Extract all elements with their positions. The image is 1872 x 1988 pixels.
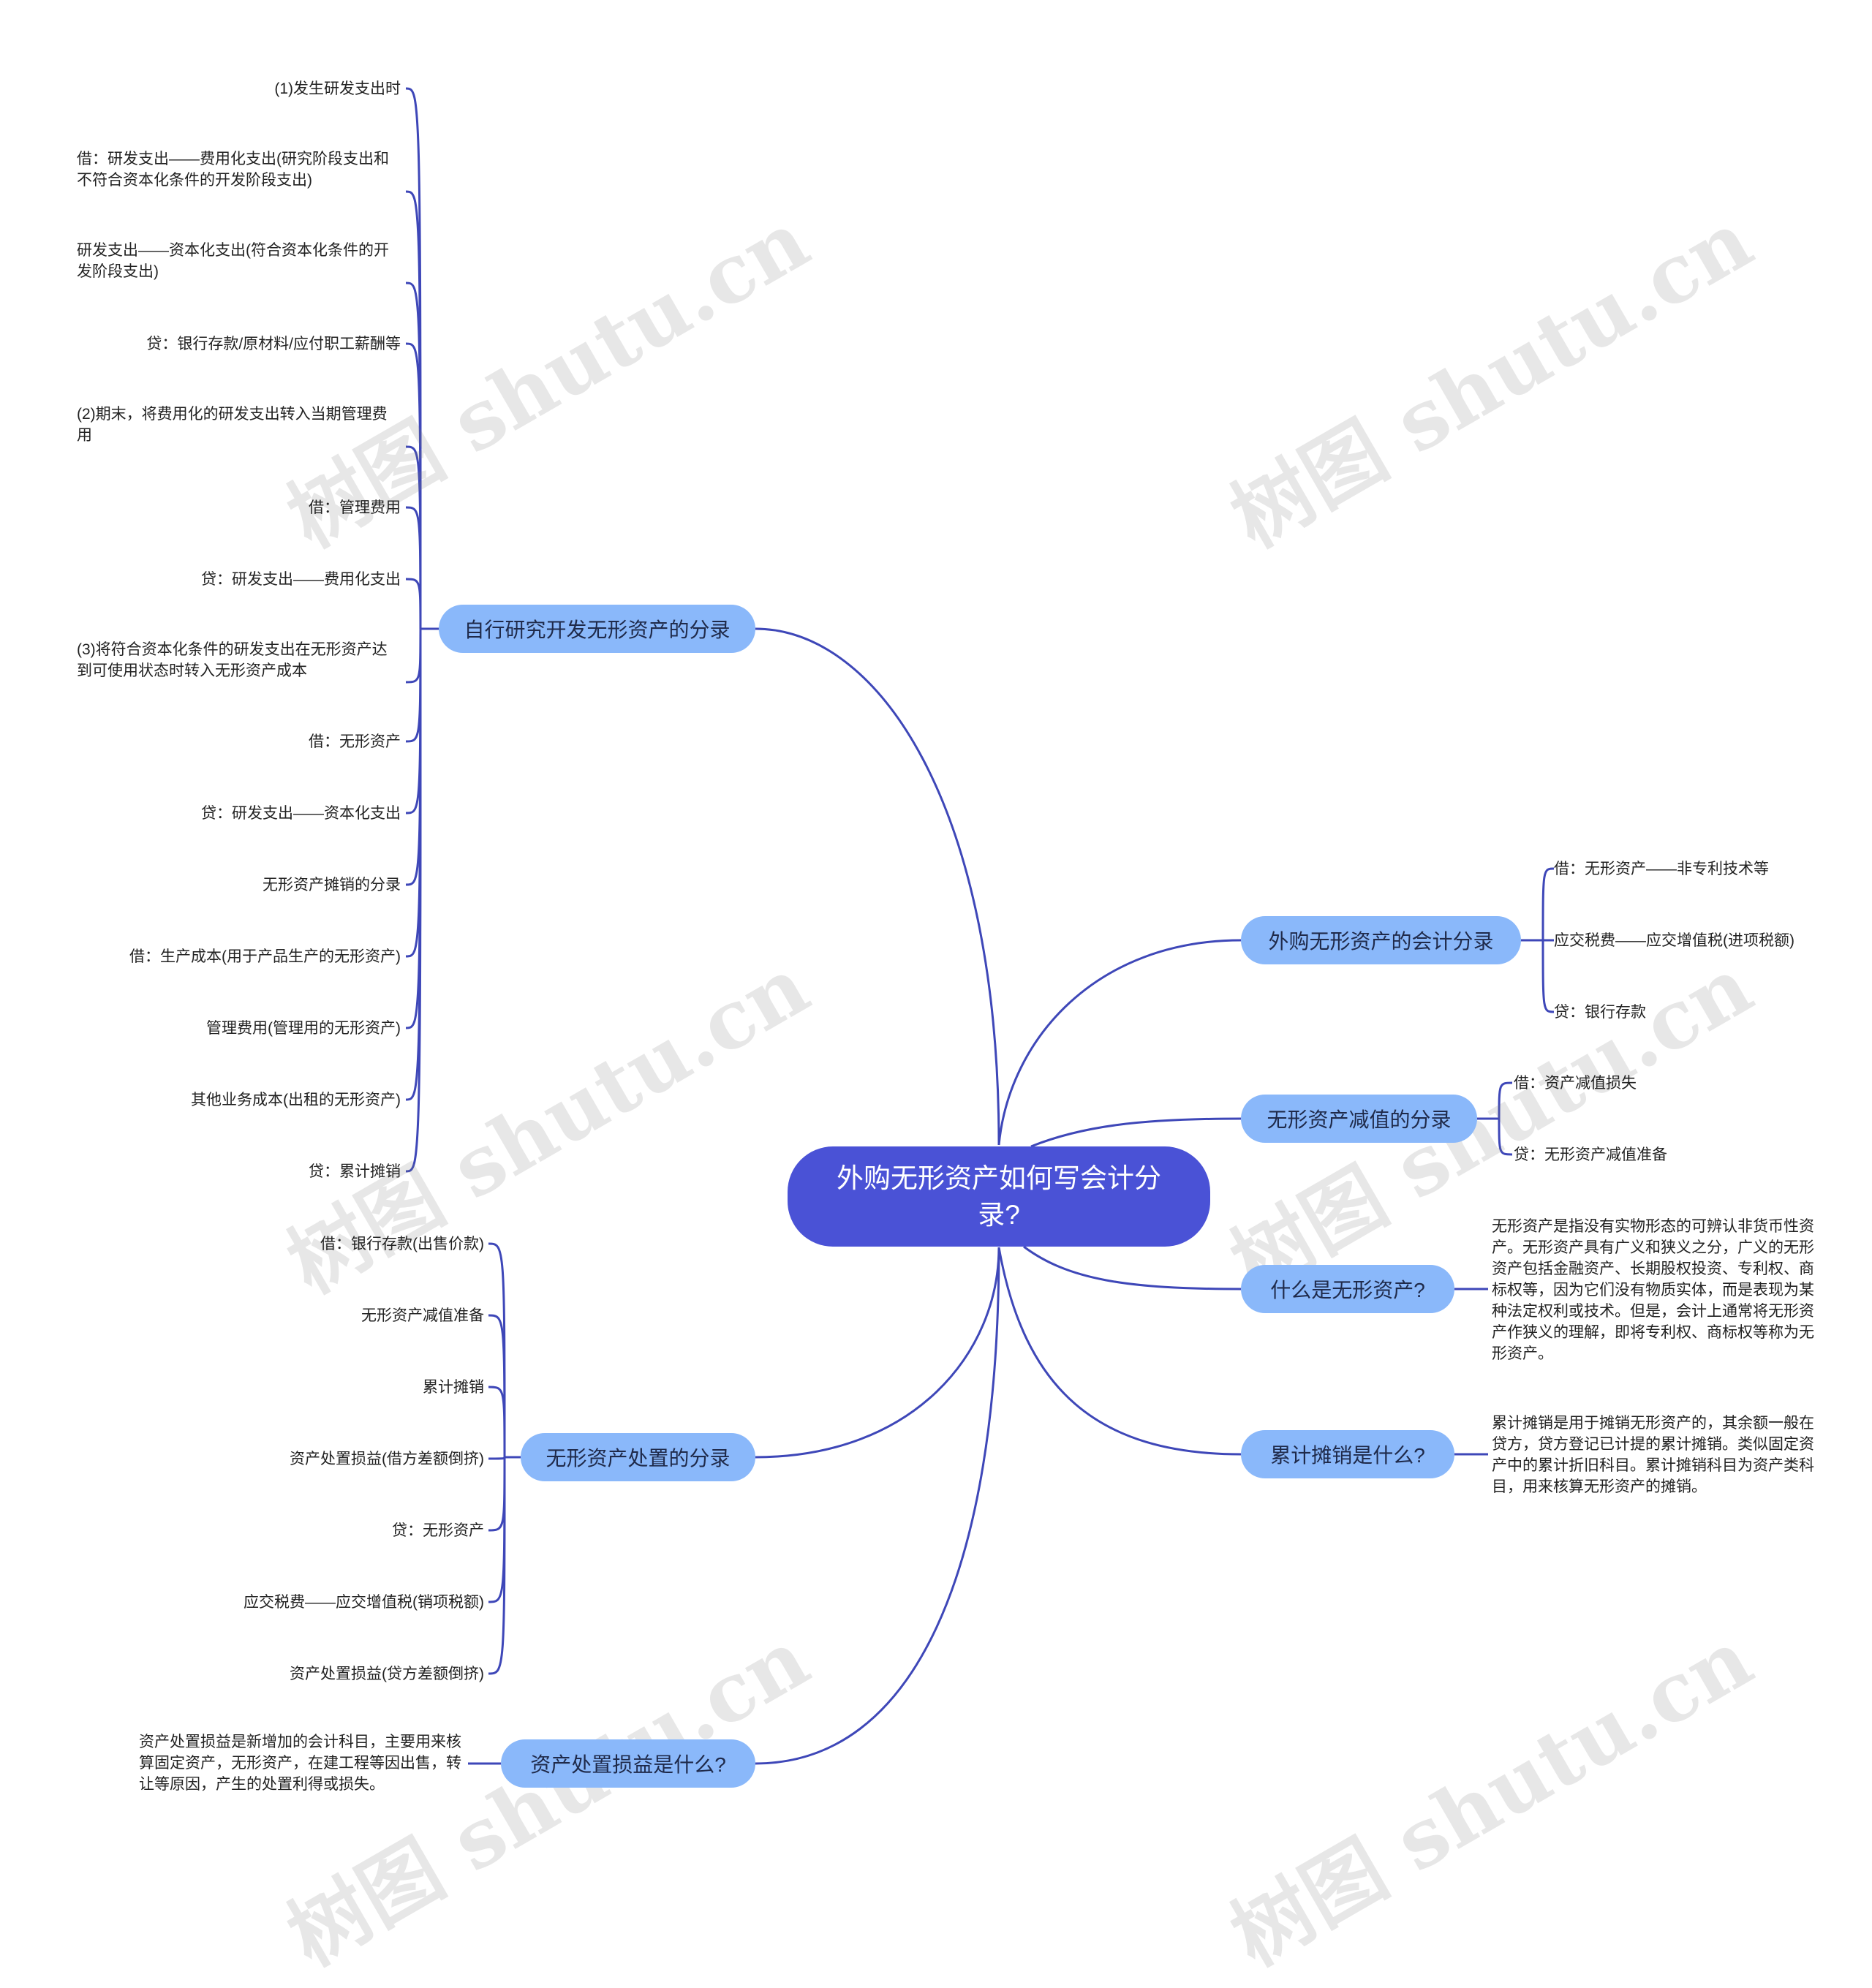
connector-lines: [405, 87, 1555, 1765]
edge-impair-line-0: [1498, 1081, 1513, 1119]
edge-root-amort: [997, 1247, 1242, 1456]
description-text: 无形资产是指没有实物形态的可辨认非货币性资产。无形资产具有广义和狭义之分，广义的…: [1492, 1218, 1814, 1362]
edge-rd-line-1: [405, 190, 422, 630]
list-item: (2)期末，将费用化的研发支出转入当期管理费用: [77, 406, 388, 444]
list-item: 借：管理费用: [309, 499, 401, 516]
list-item: 借：生产成本(用于产品生产的无形资产): [129, 948, 401, 965]
root-topic[interactable]: 外购无形资产如何写会计分录?: [788, 1146, 1210, 1247]
edge-rd-line-0: [405, 87, 422, 630]
list-item: 累计摊销: [423, 1378, 484, 1396]
list-item: 无形资产摊销的分录: [263, 876, 401, 893]
edge-root-impair: [1030, 1117, 1242, 1148]
branch-purchase-entries[interactable]: 外购无形资产的会计分录: [1241, 916, 1521, 964]
branch-what-is-intangible[interactable]: 什么是无形资产?: [1241, 1265, 1454, 1313]
edge-root-disposal: [755, 1247, 1000, 1459]
description-text: 资产处置损益是新增加的会计科目，主要用来核算固定资产，无形资产，在建工程等因出售…: [139, 1734, 461, 1793]
edge-disposal-line-2: [488, 1386, 506, 1458]
list-item: 管理费用(管理用的无形资产): [206, 1019, 401, 1037]
list-item: 借：研发支出——费用化支出(研究阶段支出和不符合资本化条件的开发阶段支出): [77, 151, 389, 189]
list-item: 资产处置损益(贷方差额倒挤): [290, 1665, 484, 1682]
list-item: 无形资产减值准备: [361, 1307, 484, 1324]
edge-disposal-line-0: [488, 1242, 506, 1458]
edge-rd-line-2: [405, 281, 422, 630]
list-item: 借：资产减值损失: [1514, 1074, 1637, 1092]
list-item: 研发支出——资本化支出(符合资本化条件的开发阶段支出): [77, 242, 389, 280]
edge-rd-line-12: [405, 628, 422, 1029]
list-item: 贷：银行存款: [1554, 1003, 1646, 1021]
edge-purchase-line-2: [1541, 940, 1555, 1013]
list-item: 贷：银行存款/原材料/应付职工薪酬等: [146, 335, 401, 352]
mind-map: 树图 shutu.cn 树图 shutu.cn 树图 shutu.cn 树图 s…: [77, 80, 1814, 1984]
edge-root-purchase: [997, 939, 1242, 1146]
list-item: 贷：研发支出——费用化支出: [201, 570, 401, 588]
list-item: 贷：无形资产: [392, 1522, 484, 1539]
branch-disposal-entries[interactable]: 无形资产处置的分录: [521, 1433, 755, 1481]
list-item: (1)发生研发支出时: [274, 80, 401, 97]
branch-disposal-gain[interactable]: 资产处置损益是什么?: [501, 1739, 755, 1788]
edge-rd-line-14: [405, 628, 422, 1173]
branch-rd-entries[interactable]: 自行研究开发无形资产的分录: [439, 605, 755, 653]
edge-disposal-line-4: [488, 1456, 506, 1532]
edge-rd-line-8: [405, 628, 422, 743]
list-item: 应交税费——应交增值税(进项税额): [1554, 931, 1794, 949]
edge-disposal-line-3: [488, 1456, 506, 1460]
list-item: 资产处置损益(借方差额倒挤): [290, 1450, 484, 1467]
edge-root-rd: [755, 627, 1000, 1146]
edge-rd-line-7: [405, 628, 422, 684]
list-item: 借：无形资产——非专利技术等: [1554, 860, 1769, 877]
list-item: 贷：研发支出——资本化支出: [201, 804, 401, 822]
branch-impairment-entries[interactable]: 无形资产减值的分录: [1241, 1095, 1477, 1143]
list-item: 其他业务成本(出租的无形资产): [191, 1091, 401, 1108]
list-item: 借：银行存款(出售价款): [320, 1235, 484, 1252]
edge-rd-line-5: [405, 506, 422, 630]
list-item: (3)将符合资本化条件的研发支出在无形资产达到可使用状态时转入无形资产成本: [77, 641, 388, 679]
list-item: 应交税费——应交增值税(销项税额): [244, 1593, 484, 1611]
description-text: 累计摊销是用于摊销无形资产的，其余额一般在贷方，贷方登记已计提的累计摊销。类似固…: [1492, 1415, 1814, 1495]
edge-impair-line-1: [1498, 1118, 1513, 1156]
edge-disposal-line-6: [488, 1456, 506, 1675]
edge-root-what: [1023, 1245, 1242, 1290]
edge-root-gain: [755, 1247, 1000, 1765]
list-item: 借：无形资产: [309, 733, 401, 750]
edge-rd-line-6: [405, 578, 422, 630]
list-item: 贷：累计摊销: [309, 1163, 401, 1180]
edge-purchase-line-0: [1541, 867, 1555, 941]
edge-rd-line-10: [405, 628, 422, 886]
edge-rd-line-4: [405, 445, 422, 630]
branch-what-is-amortization[interactable]: 累计摊销是什么?: [1241, 1430, 1454, 1478]
list-item: 贷：无形资产减值准备: [1514, 1146, 1667, 1163]
